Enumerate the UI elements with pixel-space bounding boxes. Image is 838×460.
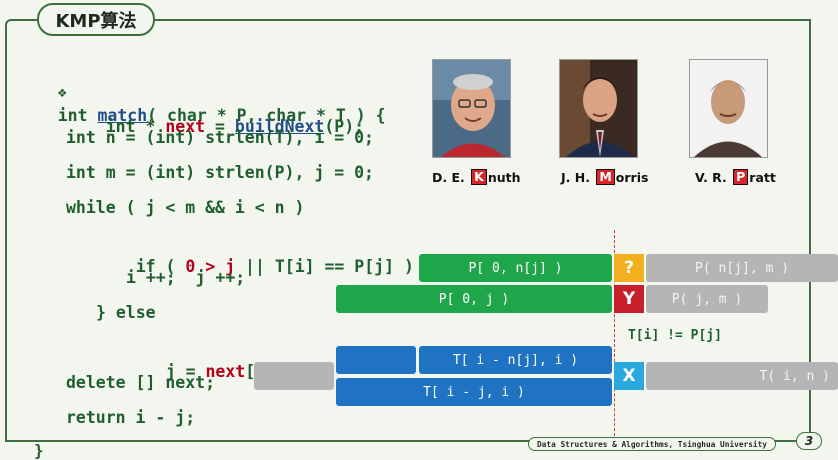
mismatch-marker: X: [614, 362, 644, 390]
mismatch-position-line: [614, 230, 615, 446]
code-line-11: return i - j;: [66, 408, 196, 427]
closing-brace: }: [34, 441, 44, 460]
page-number: 3: [796, 432, 822, 450]
code-line-8: } else: [96, 303, 156, 322]
footer-credit: Data Structures & Algorithms, Tsinghua U…: [528, 437, 776, 451]
text-bar-next: T[ i - n[j], i ): [419, 346, 612, 374]
portrait-pratt-image: [690, 60, 767, 157]
code-line-3: int n = (int) strlen(T), i = 0;: [66, 128, 374, 147]
suffix-bar-j: P( j, m ): [646, 285, 768, 313]
match-function-link[interactable]: match: [97, 106, 148, 125]
slide-title: KMP算法: [37, 3, 155, 36]
buildnext-function-link[interactable]: buildNext: [234, 117, 325, 136]
code-line-10: delete [] next;: [66, 373, 216, 392]
portrait-morris-image: [560, 60, 637, 157]
text-bar-j: T[ i - j, i ): [336, 378, 612, 406]
prefix-bar-j: P[ 0, j ): [336, 285, 612, 313]
bullet-icon: ❖: [57, 83, 67, 101]
code-line-9: j = next[j];: [165, 362, 285, 381]
code-line-2: int * next = buildNext(P);: [105, 117, 365, 136]
mismatch-condition: T[i] != P[j]: [628, 328, 722, 343]
code-line-6: if ( 0 > j || T[i] == P[j] ) {: [135, 257, 434, 276]
portrait-knuth-image: [433, 60, 510, 157]
text-bar-suffix: T( i, n ): [646, 362, 838, 390]
suffix-bar-next: P( n[j], m ): [646, 254, 838, 282]
prefix-bar-next: P[ 0, n[j] ): [419, 254, 612, 282]
code-line-5: while ( j < m && i < n ): [66, 198, 305, 217]
code-line-1: ❖ int match( char * P, char * T ) {: [57, 83, 386, 125]
portrait-knuth: [432, 59, 511, 158]
code-line-4: int m = (int) strlen(P), j = 0;: [66, 163, 374, 182]
code-line-7: i ++; j ++;: [126, 268, 246, 287]
text-bar-prefix-gray: [254, 362, 334, 390]
text-bar-left-segment: [336, 346, 416, 374]
portrait-pratt: [689, 59, 768, 158]
match-marker: Y: [614, 285, 644, 313]
unknown-marker: ?: [614, 254, 644, 282]
portrait-morris: [559, 59, 638, 158]
slide-frame: [5, 19, 811, 442]
